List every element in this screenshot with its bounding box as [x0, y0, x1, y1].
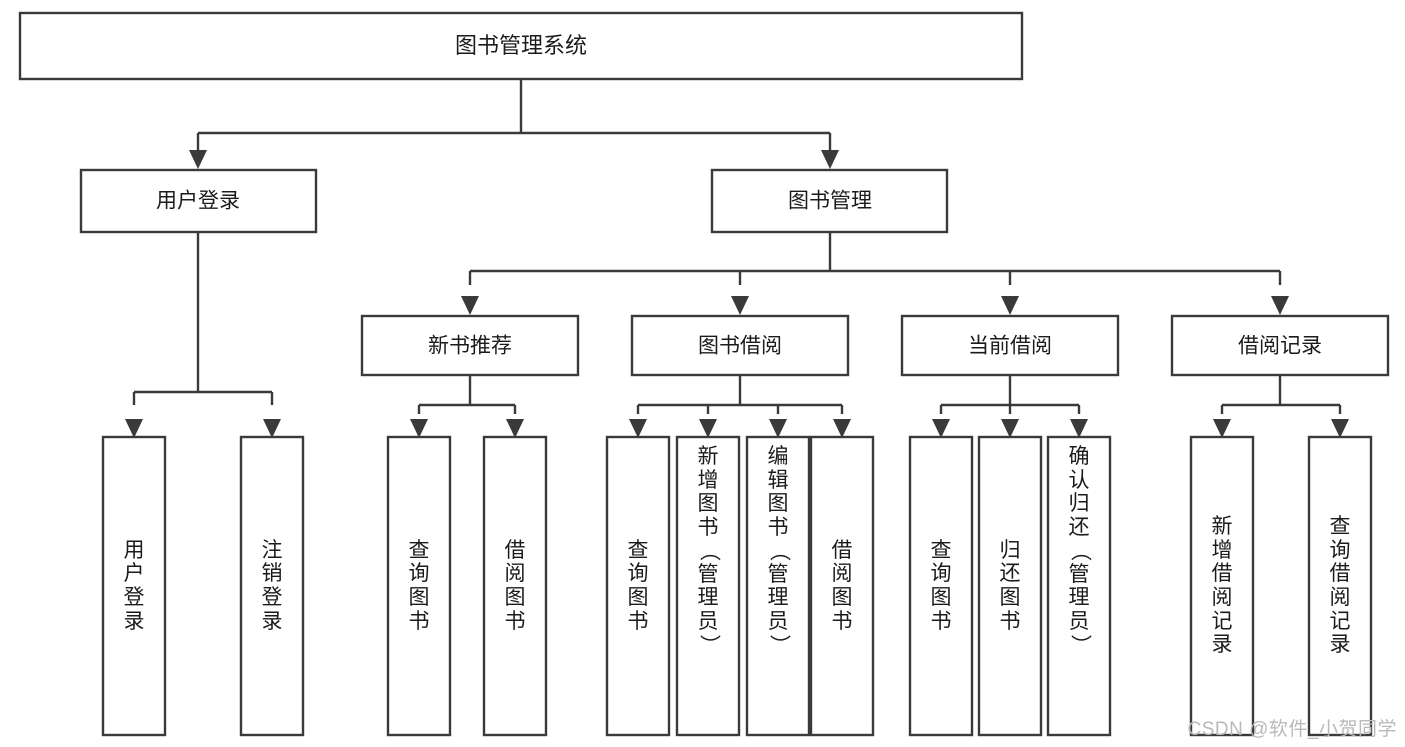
leaf-box-newbook-query[interactable]: [386, 435, 452, 737]
leaf-box-currentborrow-confirm[interactable]: [1046, 435, 1112, 737]
node-borrow-record-label: 借阅记录: [1238, 335, 1322, 358]
leaf-box-record-add[interactable]: [1189, 435, 1255, 737]
connector-borrowrecord-to-leaves: [1213, 375, 1349, 438]
connector-currentborrow-to-leaves: [932, 375, 1088, 438]
leaf-box-user-login-logout[interactable]: [239, 435, 305, 737]
leaf-box-bookborrow-query[interactable]: [605, 435, 671, 737]
node-book-borrow[interactable]: 图书借阅: [630, 314, 850, 377]
node-book-borrow-label: 图书借阅: [698, 335, 782, 358]
leaf-box-bookborrow-edit[interactable]: [745, 435, 811, 737]
node-new-book-recommend[interactable]: 新书推荐: [360, 314, 580, 377]
leaf-box-record-query[interactable]: [1307, 435, 1373, 737]
node-new-book-recommend-label: 新书推荐: [428, 335, 512, 358]
node-current-borrow-label: 当前借阅: [968, 335, 1052, 358]
node-book-management[interactable]: 图书管理: [710, 168, 949, 234]
leaf-box-currentborrow-return[interactable]: [977, 435, 1043, 737]
leaf-box-bookborrow-add[interactable]: [675, 435, 741, 737]
node-user-login[interactable]: 用户登录: [79, 168, 318, 234]
node-root-book-management-system[interactable]: 图书管理系统: [18, 11, 1024, 81]
node-book-management-label: 图书管理: [788, 190, 872, 213]
connector-root-to-level2: [189, 79, 839, 169]
node-current-borrow[interactable]: 当前借阅: [900, 314, 1120, 377]
connector-bookborrow-to-leaves: [629, 375, 851, 438]
connector-userlogin-to-leaves: [125, 232, 281, 438]
leaf-box-bookborrow-borrow[interactable]: [809, 435, 875, 737]
node-root-label: 图书管理系统: [455, 33, 587, 58]
node-user-login-label: 用户登录: [156, 190, 240, 213]
leaf-box-newbook-borrow[interactable]: [482, 435, 548, 737]
connector-newbook-to-leaves: [410, 375, 524, 438]
leaf-box-currentborrow-query[interactable]: [908, 435, 974, 737]
leaf-box-user-login-login[interactable]: [101, 435, 167, 737]
node-borrow-record[interactable]: 借阅记录: [1170, 314, 1390, 377]
connector-bookmgmt-to-level3: [461, 232, 1289, 315]
